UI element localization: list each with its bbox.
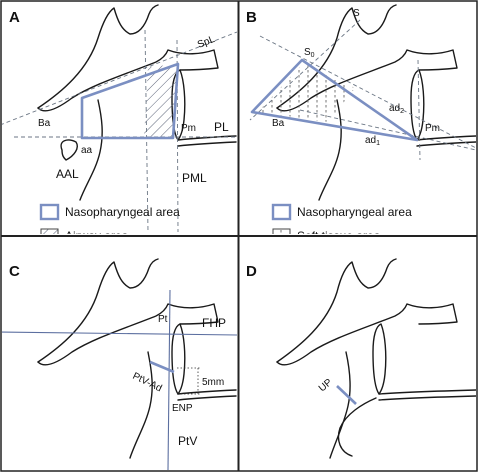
legend-airway-swatch <box>40 228 59 234</box>
ptv-label: PtV <box>178 434 197 448</box>
panel-d-skull-outline-lower <box>276 303 458 366</box>
ad1-label: ad1 <box>365 135 380 147</box>
pt-label: Pt <box>158 314 168 325</box>
panel-c-palate <box>177 389 237 401</box>
panel-b-legend: Nasopharyngeal area Soft tissue area <box>271 203 412 243</box>
panel-d-pharyngeal-wall <box>329 351 351 459</box>
ptv-line <box>167 289 171 470</box>
panel-c-letter: C <box>9 263 20 280</box>
panel-d-palate <box>378 389 476 401</box>
pl-label: PL <box>214 120 229 134</box>
panel-a-skull-outline <box>37 4 159 109</box>
legend-soft-tissue-label: Soft tissue area <box>297 229 381 243</box>
panel-b-pm-line <box>417 59 421 161</box>
aal-label: AAL <box>56 167 79 181</box>
panel-a: A SpL Ba Pm PL aa AAL PML Nasopharyngeal… <box>2 4 237 243</box>
up-label: UP <box>317 377 335 395</box>
panel-a-palate <box>177 135 237 147</box>
panel-a-letter: A <box>9 9 20 26</box>
panel-d-letter: D <box>246 263 257 280</box>
panel-c-skull-outline <box>37 258 159 363</box>
pml-label: PML <box>182 171 207 185</box>
panel-c: C Pt FHP PtV-Ad 5mm ENP PtV <box>2 258 237 470</box>
s-label: S <box>353 8 360 19</box>
legend-soft-tissue-swatch <box>272 228 291 234</box>
panel-b-palate <box>416 135 476 147</box>
legend-nasopharyngeal-swatch-b <box>271 203 292 221</box>
panel-d: D UP <box>246 258 476 459</box>
fhp-line <box>2 331 237 336</box>
panel-b-skull-outline <box>276 4 397 109</box>
enp-label: ENP <box>172 403 193 414</box>
legend-nasopharyngeal-swatch <box>39 203 60 221</box>
panel-a-nasopharyngeal-outline <box>80 62 180 140</box>
panel-a-pm-label: Pm <box>181 123 196 134</box>
panel-a-legend: Nasopharyngeal area Airway area <box>39 203 180 243</box>
panel-a-atlas <box>60 139 78 161</box>
panel-b-ba-label: Ba <box>272 118 285 129</box>
ad2-label: ad2 <box>389 103 404 115</box>
ptv-ad-line <box>149 360 175 374</box>
panel-b-pharyngeal-wall <box>318 99 342 201</box>
panel-a-spl-line <box>2 31 237 125</box>
panel-c-skull-outline-lower <box>37 303 219 366</box>
panel-d-tongue <box>337 397 377 457</box>
s0-label: S0 <box>304 47 315 59</box>
panel-b-ad-line-1 <box>259 35 476 149</box>
up-measure-line <box>336 385 357 405</box>
legend-nasopharyngeal-label-b: Nasopharyngeal area <box>297 205 412 219</box>
panel-b-letter: B <box>246 9 257 26</box>
panel-b-nasopharyngeal-triangle <box>250 58 419 142</box>
legend-airway-label: Airway area <box>65 229 129 243</box>
panel-d-soft-palate <box>372 323 387 395</box>
panel-a-ba-label: Ba <box>38 118 51 129</box>
panel-d-skull-outline <box>276 258 397 363</box>
panel-a-aal-line <box>144 29 149 233</box>
panel-b-ad-line-2 <box>299 109 476 151</box>
panel-a-skull-outline-lower <box>37 49 219 112</box>
legend-nasopharyngeal-label: Nasopharyngeal area <box>65 205 180 219</box>
aa-label: aa <box>81 145 93 156</box>
mm-label: 5mm <box>202 377 224 388</box>
airway-hatch-area <box>144 64 178 138</box>
soft-tissue-dotted-area <box>258 62 355 122</box>
fhp-label: FHP <box>202 316 226 330</box>
panel-c-pharyngeal-wall <box>129 351 153 459</box>
panel-b-pm-label: Pm <box>425 123 440 134</box>
panel-a-pharyngeal-wall <box>79 99 103 201</box>
spl-label: SpL <box>196 34 217 51</box>
panel-b: B S S0 Ba Pm ad1 ad2 Nasopharyngeal area… <box>246 4 476 243</box>
panel-b-s-line <box>249 19 361 121</box>
ptv-ad-label: PtV-Ad <box>131 371 164 395</box>
panel-b-soft-palate <box>410 69 425 141</box>
